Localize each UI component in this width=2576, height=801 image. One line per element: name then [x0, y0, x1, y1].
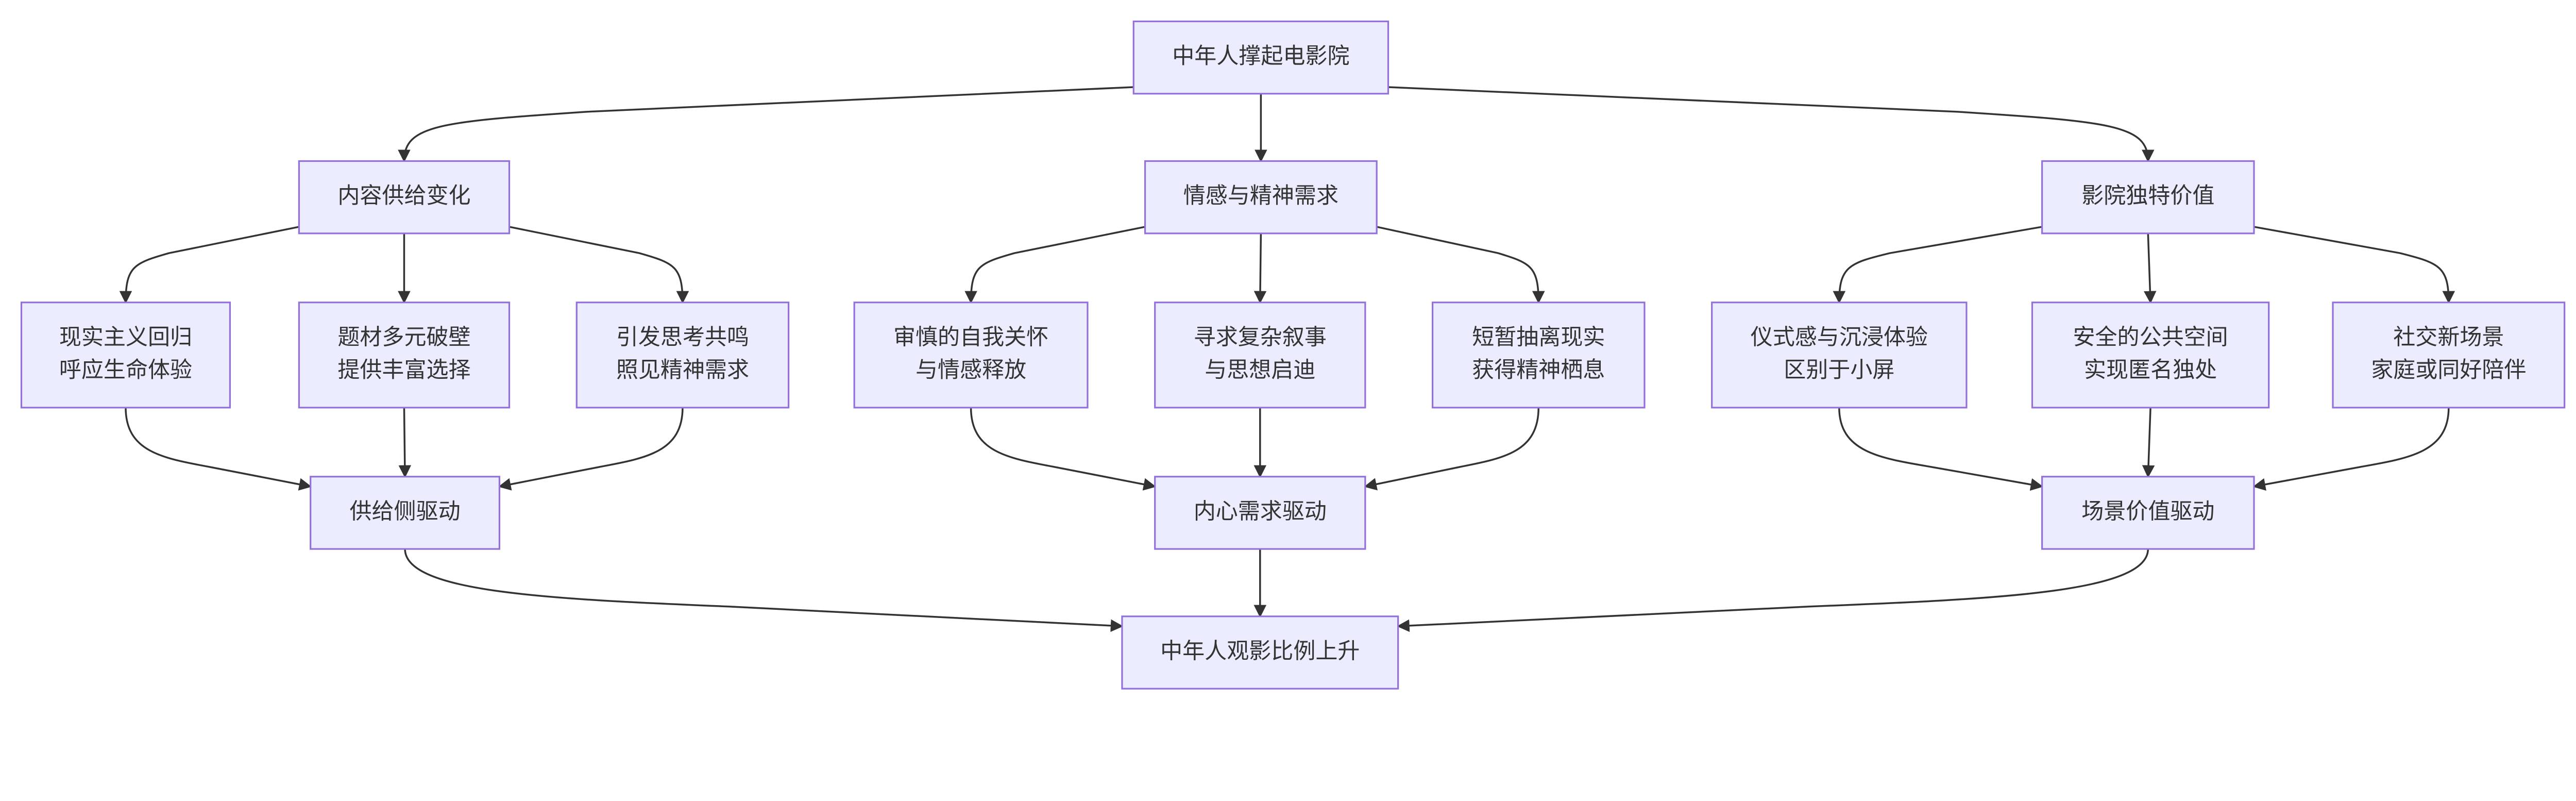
node-label: 引发思考共鸣 — [616, 324, 749, 350]
edge-realism-to-supply-drive — [125, 407, 312, 491]
node-emotion: 情感与精神需求 — [1144, 160, 1378, 235]
node-label: 获得精神栖息 — [1472, 357, 1605, 383]
node-label: 寻求复杂叙事 — [1194, 324, 1327, 350]
node-box — [1154, 302, 1366, 409]
node-label: 情感与精神需求 — [1183, 183, 1338, 209]
node-supply: 内容供给变化 — [298, 160, 511, 235]
node-label: 呼应生命体验 — [59, 357, 192, 383]
node-box — [853, 302, 1089, 409]
node-label: 影院独特价值 — [2081, 183, 2214, 209]
node-scene-drive: 场景价值驱动 — [2041, 476, 2255, 550]
node-box — [575, 302, 790, 409]
node-box — [2031, 302, 2270, 409]
node-box — [310, 476, 500, 550]
node-box — [2332, 302, 2566, 409]
node-label: 中年人观影比例上升 — [1160, 638, 1360, 664]
node-label: 审慎的自我关怀 — [893, 324, 1048, 350]
edge-space-to-scene-drive — [2142, 407, 2155, 478]
node-box — [1711, 302, 1968, 409]
node-box — [1144, 160, 1378, 235]
edge-emotion-to-escape — [1376, 226, 1545, 304]
node-box — [1432, 302, 1646, 409]
node-label: 社交新场景 — [2393, 324, 2504, 350]
node-box — [298, 302, 511, 409]
node-cinema: 影院独特价值 — [2041, 160, 2255, 235]
edge-scene-drive-to-result — [1397, 549, 2149, 632]
node-label: 题材多元破壁 — [337, 324, 470, 350]
node-label: 现实主义回归 — [59, 324, 192, 350]
edge-root-to-cinema — [1388, 86, 2155, 162]
edge-resonance-to-supply-drive — [498, 407, 684, 491]
flowchart: 中年人撑起电影院内容供给变化情感与精神需求影院独特价值现实主义回归呼应生命体验题… — [20, 20, 2566, 690]
node-result: 中年人观影比例上升 — [1121, 615, 1399, 690]
node-root: 中年人撑起电影院 — [1132, 20, 1389, 95]
edge-root-to-supply — [398, 86, 1134, 162]
node-label: 内容供给变化 — [337, 183, 470, 209]
edge-escape-to-inner-drive — [1364, 407, 1540, 491]
node-box — [2041, 160, 2255, 235]
node-box — [20, 302, 231, 409]
edge-supply-drive-to-result — [404, 549, 1124, 632]
edge-emotion-to-narrative — [1253, 233, 1267, 304]
node-label: 场景价值驱动 — [2081, 498, 2214, 524]
node-label: 与情感释放 — [916, 357, 1026, 383]
node-box — [1154, 476, 1366, 550]
node-label: 供给侧驱动 — [349, 498, 460, 524]
node-label: 仪式感与沉浸体验 — [1751, 324, 1928, 350]
node-label: 内心需求驱动 — [1194, 498, 1327, 524]
edge-genre-to-supply-drive — [398, 407, 412, 478]
nodes-layer: 中年人撑起电影院内容供给变化情感与精神需求影院独特价值现实主义回归呼应生命体验题… — [20, 20, 2566, 690]
node-label: 家庭或同好陪伴 — [2371, 357, 2526, 383]
edges-layer — [119, 86, 2455, 632]
node-inner-drive: 内心需求驱动 — [1154, 476, 1366, 550]
node-label: 照见精神需求 — [616, 357, 749, 383]
node-label: 实现匿名独处 — [2084, 357, 2217, 383]
node-label: 中年人撑起电影院 — [1172, 43, 1349, 69]
edge-emotion-to-selfcare — [964, 226, 1145, 304]
edge-selfcare-to-inner-drive — [970, 407, 1157, 491]
edge-social-to-scene-drive — [2252, 407, 2450, 491]
node-label: 区别于小屏 — [1784, 357, 1894, 383]
edge-cinema-to-space — [2144, 233, 2157, 304]
node-label: 安全的公共空间 — [2073, 324, 2228, 350]
node-supply-drive: 供给侧驱动 — [310, 476, 500, 550]
node-box — [2041, 476, 2255, 550]
node-box — [1121, 615, 1399, 690]
edge-supply-to-resonance — [509, 226, 689, 304]
node-label: 提供丰富选择 — [337, 357, 470, 383]
edge-ritual-to-scene-drive — [1838, 407, 2044, 491]
node-box — [298, 160, 511, 235]
node-label: 短暂抽离现实 — [1472, 324, 1605, 350]
edge-cinema-to-ritual — [1833, 226, 2042, 304]
edge-supply-to-realism — [119, 226, 299, 304]
node-label: 与思想启迪 — [1205, 357, 1315, 383]
edge-cinema-to-social — [2253, 226, 2455, 304]
node-box — [1132, 20, 1389, 95]
